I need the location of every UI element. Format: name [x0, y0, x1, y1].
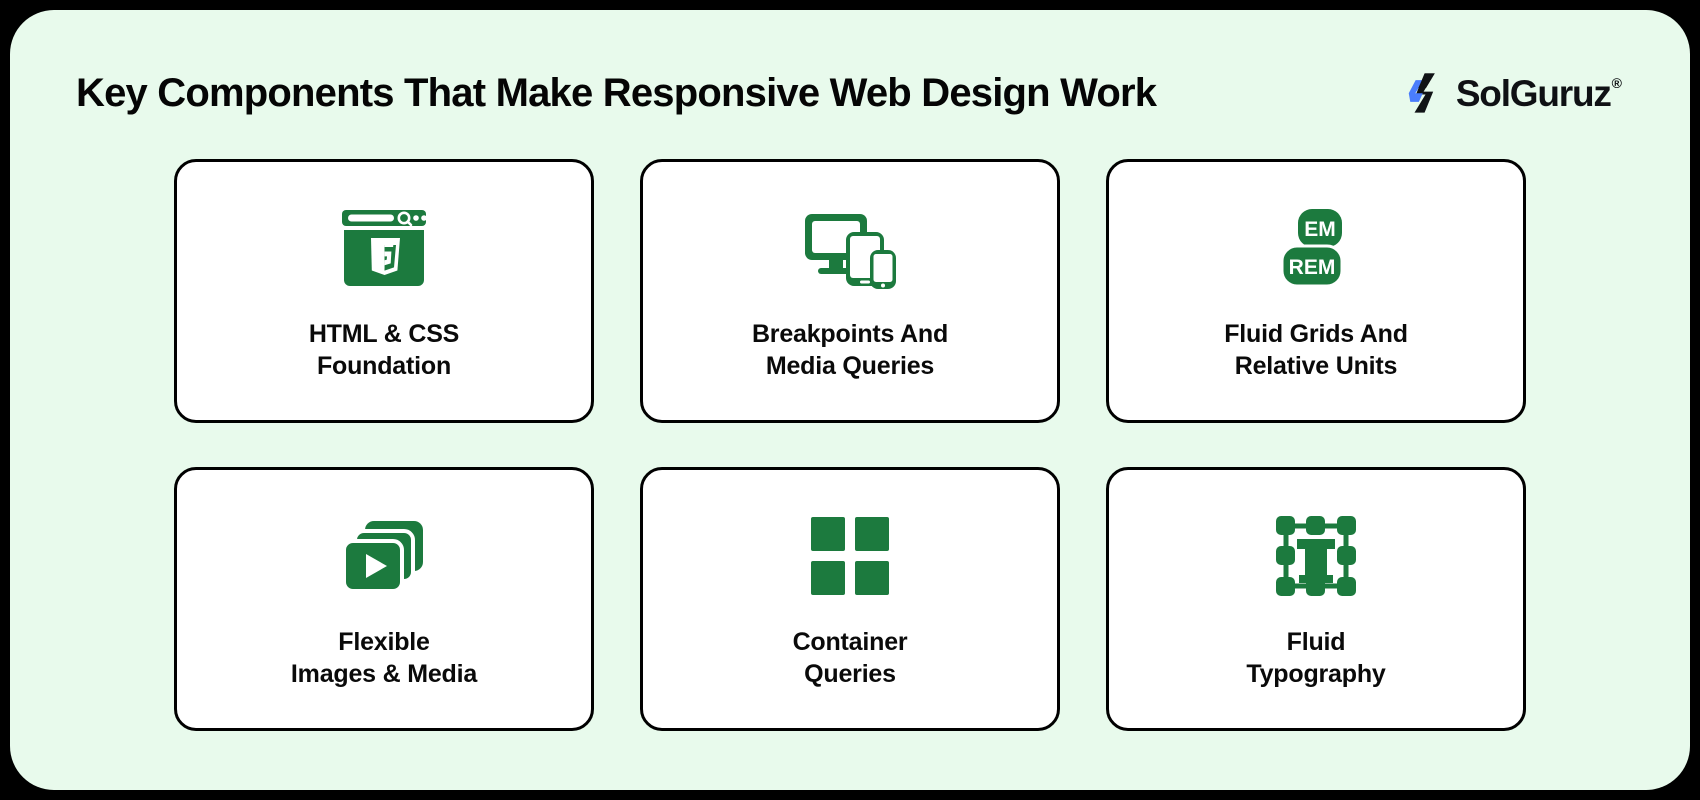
- media-stack-play-icon: [339, 508, 429, 604]
- card-label: HTML & CSS Foundation: [308, 320, 460, 380]
- card-label: Breakpoints And Media Queries: [751, 320, 949, 380]
- logo-text: SolGuruz: [1455, 72, 1612, 114]
- card-flexible-images-media[interactable]: Flexible Images & Media: [174, 467, 594, 731]
- text-transform-handles-icon: [1275, 508, 1357, 604]
- content-panel: Key Components That Make Responsive Web …: [10, 10, 1690, 790]
- logo-wordmark: SolGuruz ®: [1456, 75, 1622, 112]
- card-breakpoints-media-queries[interactable]: Breakpoints And Media Queries: [640, 159, 1060, 423]
- card-fluid-typography[interactable]: Fluid Typography: [1106, 467, 1526, 731]
- responsive-devices-icon: [802, 200, 898, 296]
- card-label: Container Queries: [792, 628, 908, 688]
- logo-registered-mark: ®: [1611, 74, 1622, 91]
- card-html-css-foundation[interactable]: HTML & CSS Foundation: [174, 159, 594, 423]
- card-label: Flexible Images & Media: [290, 628, 478, 688]
- svg-text:REM: REM: [1289, 256, 1336, 279]
- card-container-queries[interactable]: Container Queries: [640, 467, 1060, 731]
- header: Key Components That Make Responsive Web …: [70, 50, 1630, 136]
- card-label: Fluid Grids And Relative Units: [1224, 320, 1408, 380]
- card-label: Fluid Typography: [1246, 628, 1386, 688]
- browser-html5-icon: [338, 200, 430, 296]
- em-rem-units-icon: EM REM: [1272, 200, 1360, 296]
- card-fluid-grids-relative-units[interactable]: EM REM Fluid Grids And Relative Units: [1106, 159, 1526, 423]
- page-title: Key Components That Make Responsive Web …: [76, 71, 1157, 115]
- brand-logo: SolGuruz ®: [1403, 67, 1622, 119]
- svg-text:EM: EM: [1304, 218, 1336, 241]
- four-square-grid-icon: [811, 508, 889, 604]
- solguruz-s-mark-icon: [1403, 70, 1449, 116]
- components-grid: HTML & CSS Foundation: [70, 136, 1630, 744]
